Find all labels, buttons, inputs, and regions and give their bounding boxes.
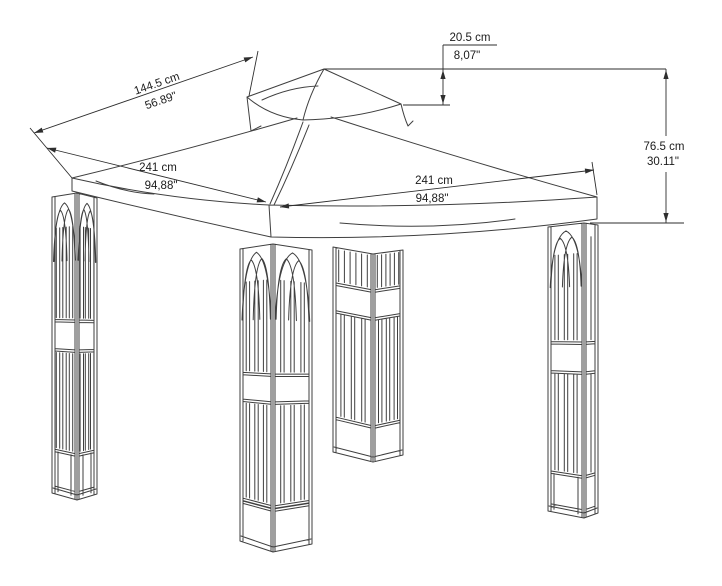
canopy-main-roof — [71, 116, 598, 239]
post-front — [239, 243, 313, 553]
arrowhead-icon — [243, 57, 253, 63]
arrowhead-icon — [663, 213, 669, 222]
post-back — [332, 246, 404, 463]
dimension-lines — [29, 44, 684, 224]
arrowhead-icon — [584, 168, 594, 174]
arrowhead-icon — [440, 95, 446, 104]
arrowhead-icon — [256, 197, 266, 203]
arrowhead-icon — [47, 147, 57, 153]
dim-width-left-imperial: 94,88" — [145, 180, 178, 192]
dim-width-right-imperial: 94,88" — [416, 193, 449, 205]
dimension-arrowheads — [34, 57, 669, 222]
canopy — [71, 68, 598, 239]
dim-canopy-height-imperial: 30.11" — [647, 156, 679, 168]
post-right — [547, 222, 599, 519]
arrowhead-icon — [280, 203, 290, 209]
dim-cap-height-imperial: 8,07" — [454, 50, 480, 62]
arrowhead-icon — [34, 127, 44, 133]
canopy-top-cap — [246, 68, 414, 132]
arrowhead-icon — [663, 70, 669, 79]
dim-width-left-metric: 241 cm — [139, 162, 177, 174]
dim-cap-height-metric: 20.5 cm — [450, 32, 491, 44]
arrowhead-icon — [440, 70, 446, 79]
dim-canopy-height-metric: 76.5 cm — [644, 141, 685, 153]
posts — [51, 192, 599, 553]
post-left — [51, 192, 98, 501]
dim-width-right-metric: 241 cm — [415, 175, 453, 187]
